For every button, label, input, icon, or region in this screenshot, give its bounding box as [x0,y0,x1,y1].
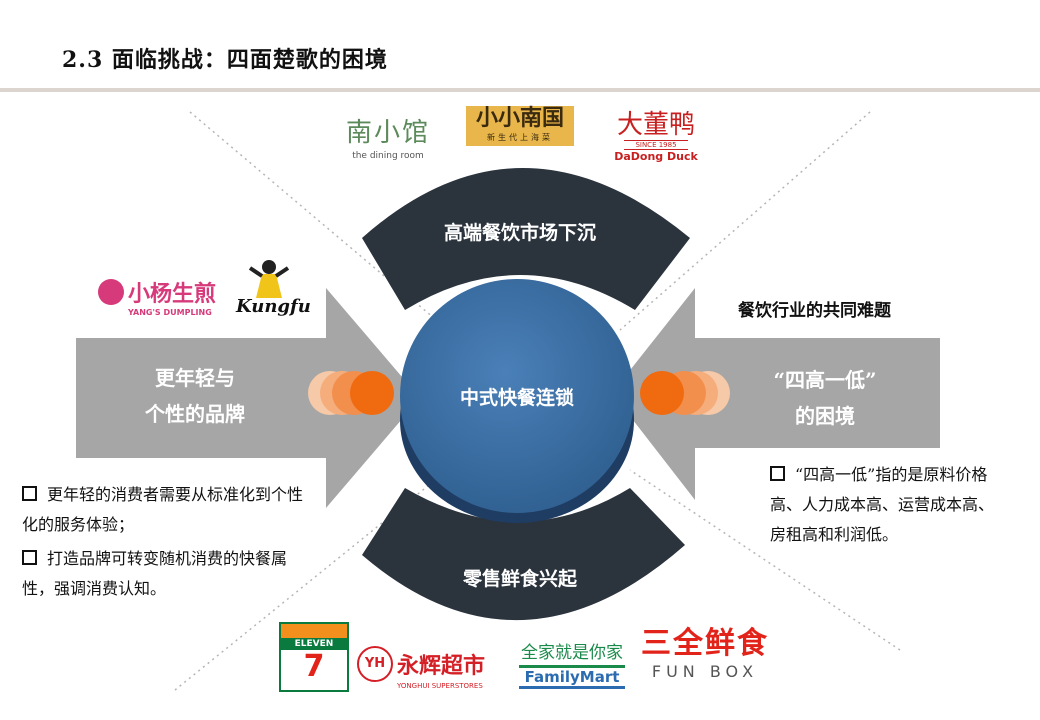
right-arrow-line1: “四高一低” [773,368,877,392]
nanxiaoguan-logo: 南小馆 the dining room [338,112,438,161]
right-note-1: “四高一低”指的是原料价格高、人力成本高、运营成本高、房租高和利润低。 [770,460,995,550]
right-note-1-text: “四高一低”指的是原料价格高、人力成本高、运营成本高、房租高和利润低。 [770,465,995,544]
familymart-logo: 全家就是你家 FamilyMart [519,638,625,689]
left-arrow [76,288,420,508]
top-band [362,168,690,310]
dumpling-icon [98,279,124,305]
yonghui-sub: YONGHUI SUPERSTORES [397,682,483,690]
familymart-cn: 全家就是你家 [521,643,623,663]
left-note-1: 更年轻的消费者需要从标准化到个性化的服务体验； [22,480,312,540]
checkbox-icon [22,486,37,501]
xiaoxiaonanguo-logo: 小小南国 新生代上海菜 [466,106,574,146]
right-notes: “四高一低”指的是原料价格高、人力成本高、运营成本高、房租高和利润低。 [770,460,995,550]
yangs-sub: YANG'S DUMPLING [128,308,212,317]
yonghui-badge: YH [357,646,393,682]
right-arrow [612,288,940,500]
dadong-name: 大董鸭 [616,110,695,140]
right-arrow-label: “四高一低” 的困境 [740,362,910,434]
funbox-en: FUN BOX [651,662,759,681]
bottom-band-label: 零售鲜食兴起 [462,568,577,590]
left-arrow-label: 更年轻与 个性的品牌 [110,360,280,432]
left-ripple [308,371,394,415]
seven-eleven-logo: ELEVEN 7 [279,622,349,692]
title-divider [0,88,1040,92]
left-notes: 更年轻的消费者需要从标准化到个性化的服务体验； 打造品牌可转变随机消费的快餐属性… [22,480,312,604]
yangs-name: 小杨生煎 [128,282,217,307]
yangs-dumpling-logo: 小杨生煎 YANG'S DUMPLING [98,276,218,317]
checkbox-icon [770,466,785,481]
center-circle [400,279,634,513]
dadong-logo: 大董鸭 SINCE 1985 DaDong Duck [610,110,702,163]
dadong-since: SINCE 1985 [624,140,688,150]
top-band-label: 高端餐饮市场下沉 [443,222,596,244]
seven-eleven-sub: ELEVEN [281,638,347,650]
nanxiaoguan-sub: the dining room [352,151,424,161]
funbox-logo: 三全鲜食 FUN BOX [640,626,770,681]
right-arrow-line2: 的困境 [795,404,855,428]
left-note-2-text: 打造品牌可转变随机消费的快餐属性，强调消费认知。 [22,549,288,598]
left-arrow-line2: 个性的品牌 [145,402,245,426]
nanxiaoguan-name: 南小馆 [345,118,430,148]
checkbox-icon [22,550,37,565]
yonghui-logo: YH 永辉超市 YONGHUI SUPERSTORES [357,646,507,690]
right-ripple [640,371,730,415]
yonghui-name: 永辉超市 [397,654,486,679]
seven-eleven-name: 7 [303,649,325,684]
center-label: 中式快餐连锁 [459,387,574,409]
xiaoxiaonanguo-name: 小小南国 [475,106,564,131]
xiaoxiaonanguo-sub: 新生代上海菜 [487,133,553,142]
left-note-1-text: 更年轻的消费者需要从标准化到个性化的服务体验； [22,485,304,534]
bottom-band [362,488,685,621]
left-note-2: 打造品牌可转变随机消费的快餐属性，强调消费认知。 [22,544,312,604]
kungfu-figure-icon [248,260,290,298]
right-heading: 餐饮行业的共同难题 [738,301,891,321]
familymart-en: FamilyMart [524,668,620,686]
page-title: 2.3 面临挑战：四面楚歌的困境 [62,47,388,73]
kungfu-name: Kungfu [236,296,311,317]
kungfu-logo: Kungfu [236,258,311,322]
funbox-cn: 三全鲜食 [641,626,769,661]
left-arrow-line1: 更年轻与 [155,366,235,390]
dadong-sub: DaDong Duck [614,150,698,163]
